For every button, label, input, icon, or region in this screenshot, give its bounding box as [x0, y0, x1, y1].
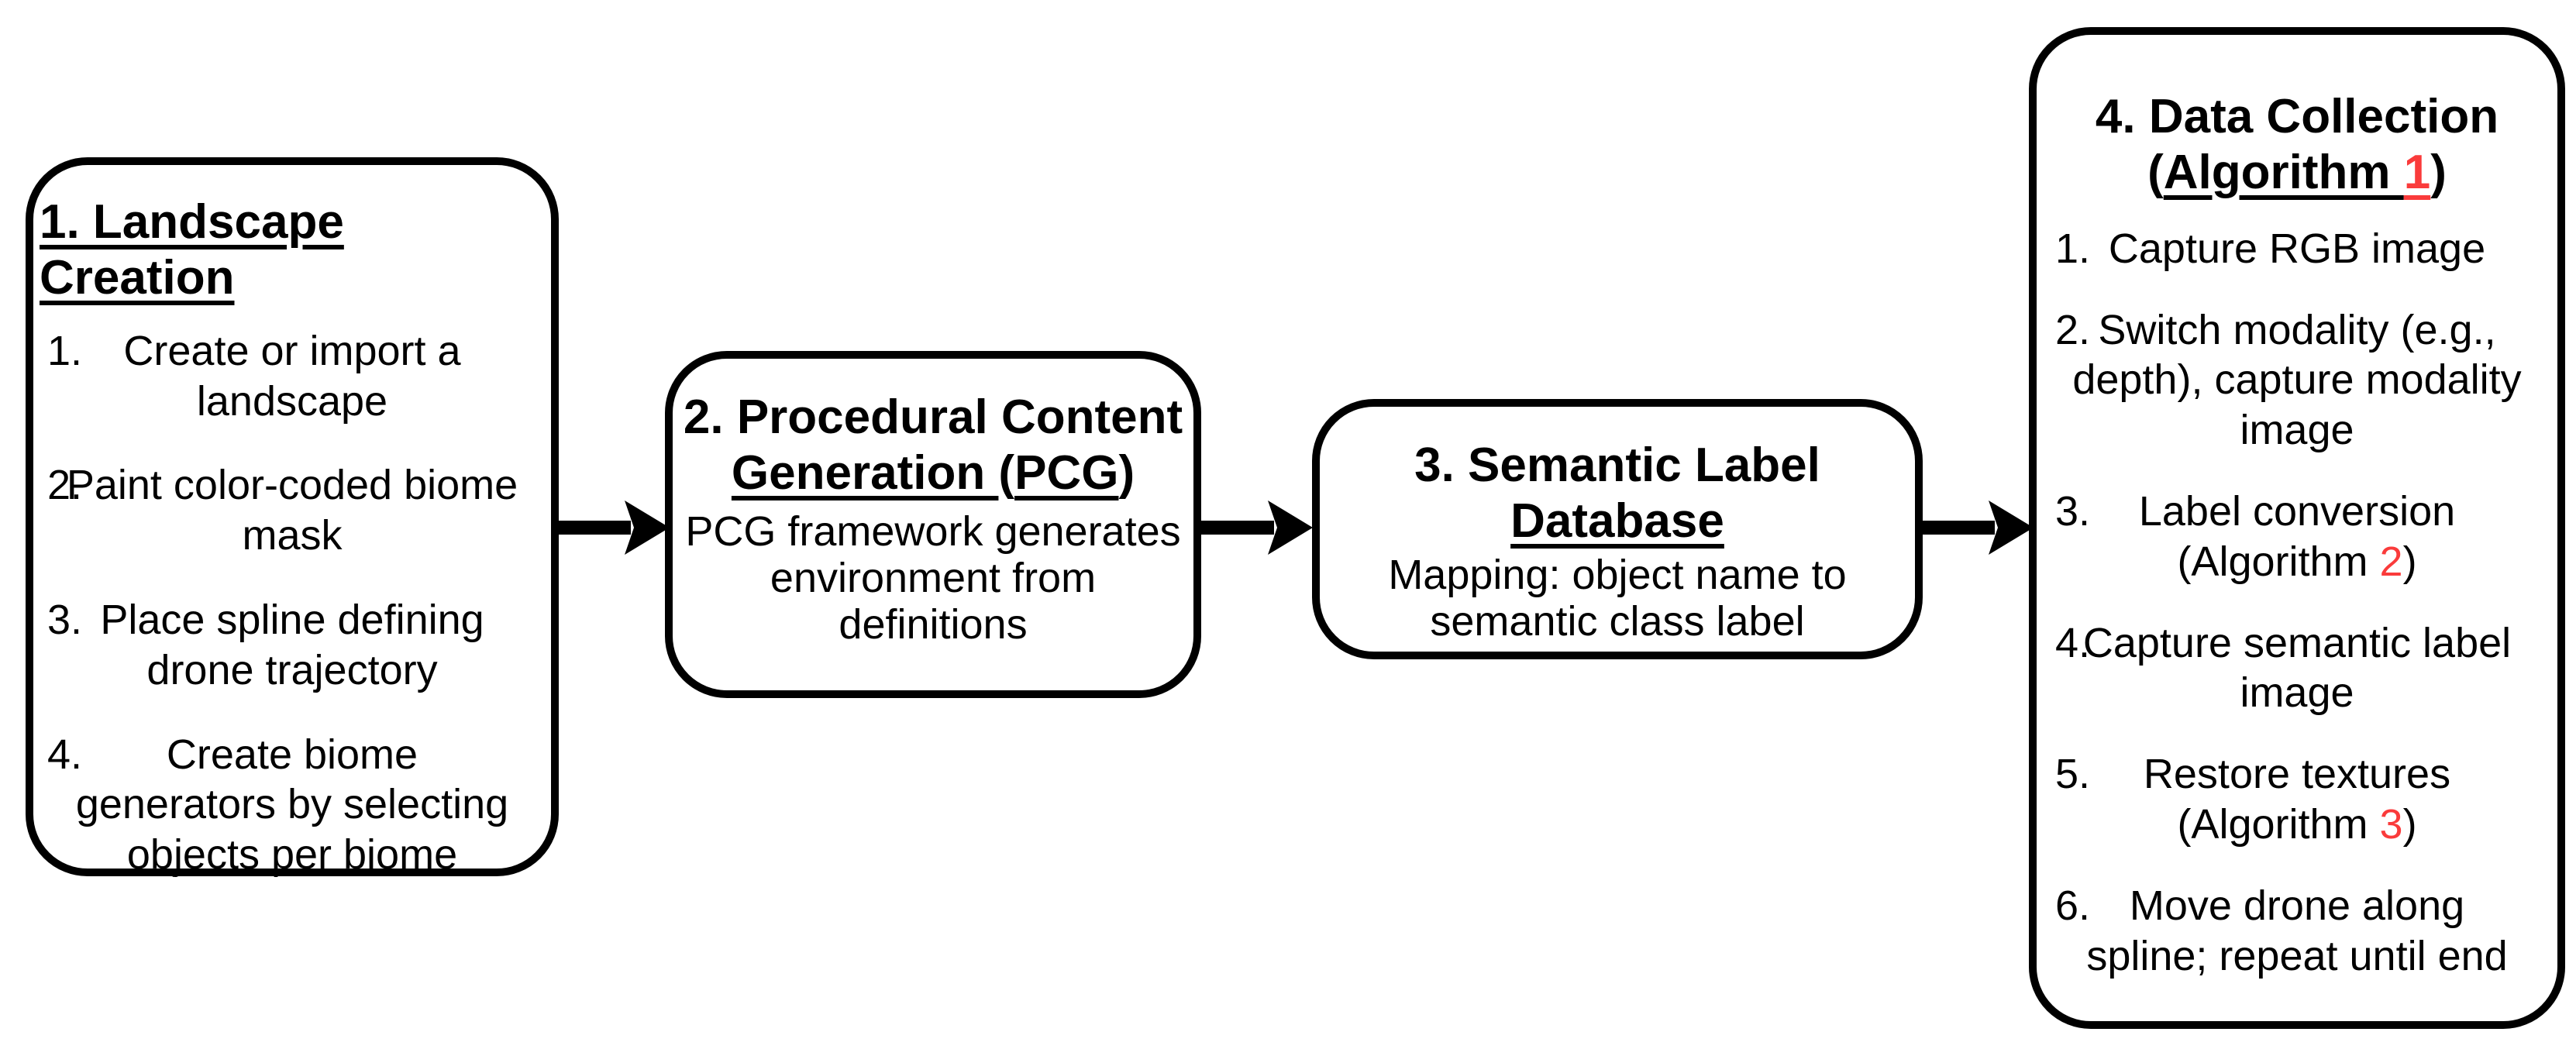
algorithm-number-red: 3: [2379, 800, 2403, 848]
box4-list: 1. Capture RGB image 2. Switch modality …: [2047, 224, 2547, 982]
flow-arrow-2: [1197, 500, 1313, 555]
list-item: 4. Create biome generators by selecting …: [40, 730, 545, 880]
item-number: 5.: [2055, 751, 2091, 798]
item-text: Create biome generators by selecting obj…: [75, 731, 509, 879]
list-item: 1. Create or import a landscape: [40, 326, 545, 427]
item-text: Capture RGB image: [2108, 225, 2486, 272]
flow-arrow-3: [1917, 500, 2034, 555]
list-item: 3. Place spline defining drone trajector…: [40, 595, 545, 696]
box-procedural-content-generation: 2. Procedural Content Generation (PCG) P…: [665, 351, 1201, 698]
list-item: 4. Capture semantic label image: [2047, 618, 2547, 719]
list-item: 2. Paint color-coded biome mask: [40, 460, 545, 561]
item-text: Switch modality (e.g., depth), capture m…: [2072, 306, 2522, 454]
box4-title: 4. Data Collection (Algorithm 1): [2095, 90, 2499, 199]
item-number: 2.: [2055, 306, 2091, 353]
box1-title: 1. Landscape Creation: [40, 195, 344, 304]
box2-body: PCG framework generates environment from…: [685, 507, 1181, 648]
box2-title: 2. Procedural Content Generation (PCG): [683, 390, 1183, 500]
flow-arrow-1: [553, 500, 670, 555]
item-text: Paint color-coded biome mask: [66, 462, 518, 559]
item-number: 4.: [2055, 619, 2091, 666]
item-number: 3.: [2055, 488, 2091, 535]
item-text: Create or import a landscape: [123, 327, 461, 425]
list-item: 6. Move drone along spline; repeat until…: [2047, 881, 2547, 982]
list-item: 2. Switch modality (e.g., depth), captur…: [2047, 305, 2547, 456]
item-text: Place spline defining drone trajectory: [100, 597, 484, 693]
item-number: 6.: [2055, 882, 2091, 929]
list-item: 5. Restore textures (Algorithm 3): [2047, 749, 2547, 850]
box3-body: Mapping: object name to semantic class l…: [1388, 551, 1847, 645]
algorithm-number-red: 2: [2379, 538, 2403, 585]
item-number: 1.: [47, 327, 83, 374]
box-landscape-creation: 1. Landscape Creation 1. Create or impor…: [26, 157, 559, 878]
box-data-collection: 4. Data Collection (Algorithm 1) 1. Capt…: [2029, 27, 2565, 1029]
list-item: 1. Capture RGB image: [2047, 224, 2547, 274]
item-text: Capture semantic label image: [2082, 619, 2512, 717]
item-number: 3.: [47, 597, 83, 643]
item-number: 4.: [47, 731, 83, 778]
list-item: 3. Label conversion (Algorithm 2): [2047, 487, 2547, 587]
box-semantic-label-database: 3. Semantic Label Database Mapping: obje…: [1312, 399, 1923, 659]
item-number: 1.: [2055, 225, 2091, 272]
box3-title: 3. Semantic Label Database: [1414, 439, 1820, 548]
item-number: 2.: [47, 462, 83, 509]
box1-list: 1. Create or import a landscape 2. Paint…: [40, 326, 545, 880]
item-text: Restore textures (Algorithm 3): [2143, 751, 2451, 848]
item-text: Move drone along spline; repeat until en…: [2086, 882, 2508, 979]
item-text: Label conversion (Algorithm 2): [2138, 488, 2456, 585]
